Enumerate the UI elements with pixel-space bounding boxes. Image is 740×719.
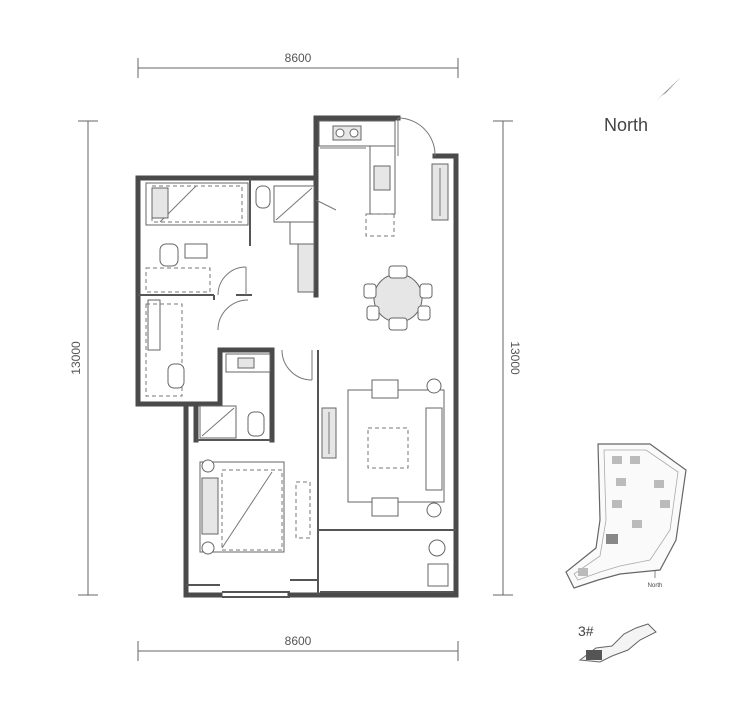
bathroom-lower bbox=[199, 353, 271, 439]
balcony bbox=[297, 163, 449, 587]
bottom-dimension: 8600 bbox=[137, 634, 459, 661]
building-label: 3# bbox=[578, 623, 594, 639]
site-plan: North bbox=[565, 443, 687, 589]
bathroom-upper bbox=[255, 185, 315, 245]
left-dimension: 13000 bbox=[69, 120, 98, 596]
kitchen bbox=[318, 120, 396, 237]
top-dimension-label: 8600 bbox=[285, 51, 312, 65]
building-key: 3# bbox=[578, 623, 657, 663]
door-swings bbox=[217, 117, 436, 381]
site-plan-north-label: North bbox=[648, 583, 663, 589]
bedroom-lower bbox=[199, 459, 311, 555]
north-arrow-icon bbox=[656, 77, 681, 101]
bedroom-upper bbox=[145, 182, 249, 293]
study bbox=[145, 299, 185, 397]
interior-walls bbox=[138, 175, 456, 598]
dining-table bbox=[363, 265, 433, 331]
top-dimension: 8600 bbox=[137, 51, 459, 78]
bottom-dimension-label: 8600 bbox=[285, 634, 312, 648]
right-dimension-label: 13000 bbox=[508, 341, 522, 375]
left-dimension-label: 13000 bbox=[69, 341, 83, 375]
living-room bbox=[321, 378, 445, 518]
compass-label: North bbox=[604, 115, 648, 135]
right-dimension: 13000 bbox=[493, 120, 522, 596]
exterior-walls bbox=[135, 115, 459, 598]
